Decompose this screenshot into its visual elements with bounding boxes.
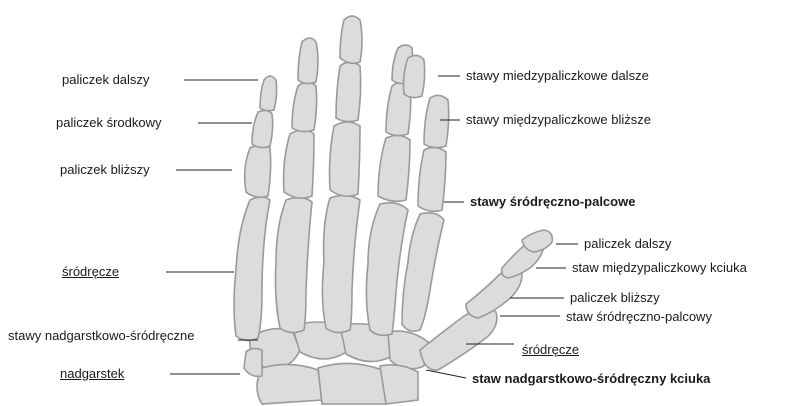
ring-finger-bones	[276, 38, 319, 333]
label-paliczek-blizszy: paliczek bliższy	[60, 162, 150, 178]
label-srodrecze: śródręcze	[62, 264, 119, 280]
label-paliczek-dalszy: paliczek dalszy	[62, 72, 149, 88]
label-stawy-miedzypaliczkowe-blizsze: stawy międzypaliczkowe bliższe	[466, 112, 651, 128]
label-stawy-nadgarstkowo-srodreczne: stawy nadgarstkowo-śródręczne	[8, 328, 194, 344]
little-finger-bones	[234, 76, 277, 341]
label-staw-srodreczno-palcowy: staw śródręczno-palcowy	[566, 309, 712, 325]
label-staw-nadgarstkowo-srodreczny-kciuka: staw nadgarstkowo-śródręczny kciuka	[472, 371, 710, 387]
carpal-bones	[244, 322, 428, 404]
middle-finger-bones	[322, 16, 362, 333]
label-thumb-srodrecze: śródręcze	[522, 342, 579, 358]
label-paliczek-srodkowy: paliczek środkowy	[56, 115, 162, 131]
label-thumb-paliczek-blizszy: paliczek bliższy	[570, 290, 660, 306]
label-staw-miedzypaliczkowy-kciuka: staw międzypaliczkowy kciuka	[572, 260, 747, 276]
outer-finger-bones	[402, 55, 449, 331]
label-stawy-miedzypaliczkowe-dalsze: stawy miedzypaliczkowe dalsze	[466, 68, 649, 84]
label-nadgarstek: nadgarstek	[60, 366, 124, 382]
label-thumb-paliczek-dalszy: paliczek dalszy	[584, 236, 671, 252]
label-stawy-srodreczno-palcowe: stawy śródręczno-palcowe	[470, 194, 635, 210]
